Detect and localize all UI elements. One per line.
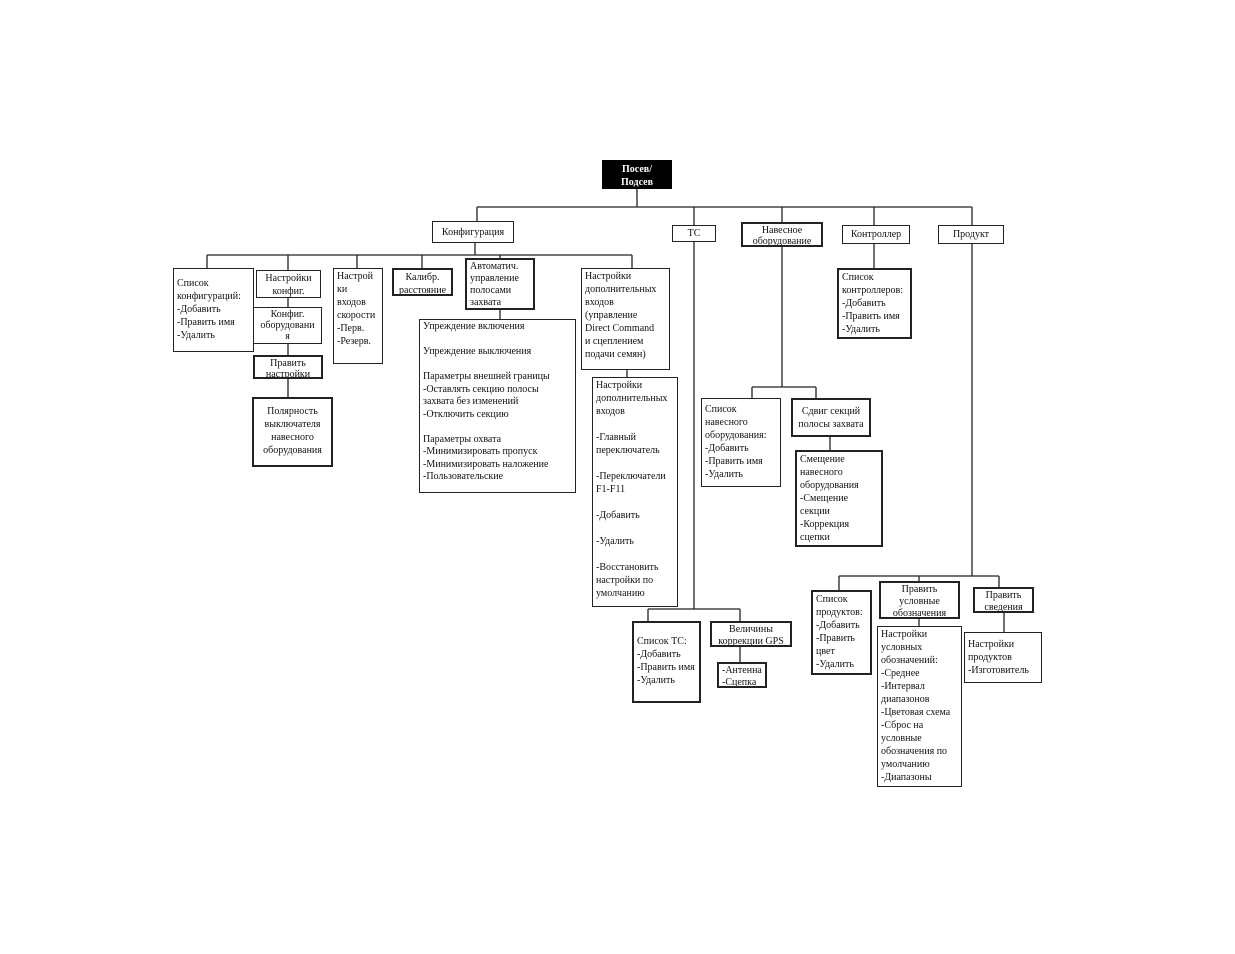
- node-legend-details: Настройки условных обозначений: -Среднее…: [877, 626, 962, 787]
- node-controller: Контроллер: [842, 225, 910, 244]
- node-gps-details: -Антенна -Сцепка: [717, 662, 767, 688]
- node-tc-list: Список ТС: -Добавить -Править имя -Удали…: [632, 621, 701, 703]
- node-product-settings: Настройки продуктов -Изготовитель: [964, 632, 1042, 683]
- node-config-equipment: Конфиг. оборудовани я: [253, 307, 322, 344]
- node-edit-settings: Править настройки: [253, 355, 323, 379]
- node-polarity: Полярность выключателя навесного оборудо…: [252, 397, 333, 467]
- node-swath-details: Упреждение включения Упреждение выключен…: [419, 319, 576, 493]
- node-calib-distance: Калибр. расстояние: [392, 268, 453, 296]
- node-tc: ТС: [672, 225, 716, 242]
- node-section-shift: Сдвиг секций полосы захвата: [791, 398, 871, 437]
- node-aux-details: Настройки дополнительных входов -Главный…: [592, 377, 678, 607]
- node-edit-info: Править сведения: [973, 587, 1034, 613]
- root-node-seeding: Посев/ Подсев: [602, 160, 672, 189]
- node-product: Продукт: [938, 225, 1004, 244]
- node-config-settings: Настройки конфиг.: [256, 270, 321, 298]
- node-implement-list: Список навесного оборудования: -Добавить…: [701, 398, 781, 487]
- node-product-list: Список продуктов: -Добавить -Править цве…: [811, 590, 872, 675]
- node-shift-details: Смещение навесного оборудования -Смещени…: [795, 450, 883, 547]
- node-aux-inputs: Настройки дополнительных входов (управле…: [581, 268, 670, 370]
- node-configuration: Конфигурация: [432, 221, 514, 243]
- node-config-list: Список конфигураций: -Добавить -Править …: [173, 268, 254, 352]
- node-implement: Навесное оборудование: [741, 222, 823, 247]
- node-controller-list: Список контроллеров: -Добавить -Править …: [837, 268, 912, 339]
- node-edit-legend: Править условные обозначения: [879, 581, 960, 619]
- node-gps: Величины коррекции GPS: [710, 621, 792, 647]
- node-speed-inputs: Настрой ки входов скорости -Перв. -Резер…: [333, 268, 383, 364]
- node-auto-swath: Автоматич. управление полосами захвата: [465, 258, 535, 310]
